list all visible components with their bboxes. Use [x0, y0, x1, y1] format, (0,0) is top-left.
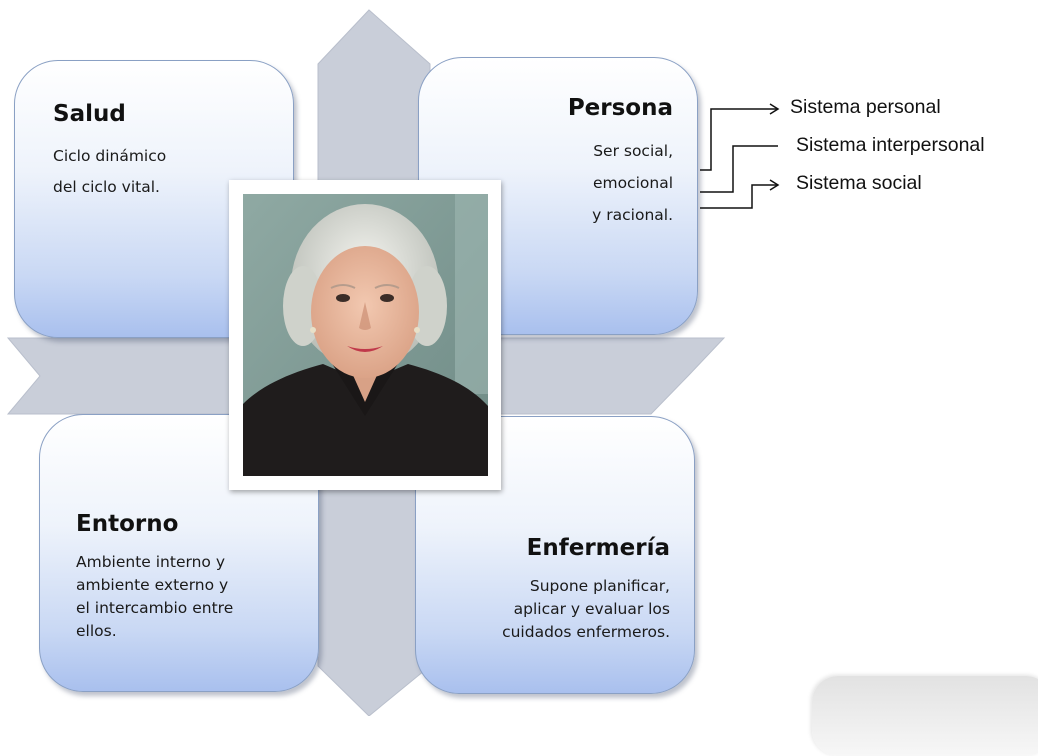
portrait-frame	[229, 180, 501, 490]
connector-personal	[700, 108, 778, 171]
arrowhead-social	[769, 179, 780, 191]
entorno-description: Ambiente interno y ambiente externo y el…	[76, 551, 233, 643]
connector-social	[700, 184, 778, 209]
enfermeria-line-2: aplicar y evaluar los	[513, 600, 670, 618]
arrowhead-personal	[769, 103, 780, 115]
enfermeria-title: Enfermería	[526, 535, 670, 561]
persona-line-1: Ser social,	[593, 142, 673, 160]
eye-right	[380, 294, 394, 302]
system-label-interpersonal: Sistema interpersonal	[796, 134, 985, 156]
eye-left	[336, 294, 350, 302]
photo-wall-edge	[455, 194, 488, 394]
salud-line-2: del ciclo vital.	[53, 178, 160, 196]
entorno-title: Entorno	[76, 511, 179, 537]
earring-right	[414, 327, 420, 333]
entorno-line-1: Ambiente interno y	[76, 553, 225, 571]
brow-right	[374, 284, 400, 289]
mouth	[347, 346, 383, 352]
salud-description: Ciclo dinámico del ciclo vital.	[53, 145, 166, 199]
connector-interpersonal	[700, 145, 778, 193]
entorno-line-3: el intercambio entre	[76, 599, 234, 617]
decorative-corner-shape	[812, 676, 1038, 756]
system-label-social: Sistema social	[796, 172, 922, 194]
entorno-line-2: ambiente externo y	[76, 576, 229, 594]
nose	[359, 302, 371, 330]
earring-left	[310, 327, 316, 333]
enfermeria-line-1: Supone planificar,	[529, 577, 670, 595]
nursing-concepts-diagram: Salud Ciclo dinámico del ciclo vital. Pe…	[6, 9, 1038, 756]
entorno-line-4: ellos.	[76, 622, 117, 640]
system-connectors	[700, 103, 780, 209]
salud-title: Salud	[53, 101, 126, 127]
salud-line-1: Ciclo dinámico	[53, 147, 167, 165]
brow-left	[330, 284, 356, 289]
enfermeria-description: Supone planificar, aplicar y evaluar los…	[502, 575, 670, 644]
persona-line-3: y racional.	[592, 206, 673, 224]
system-label-personal: Sistema personal	[790, 96, 941, 118]
portrait-photo	[243, 194, 488, 476]
persona-line-2: emocional	[592, 174, 673, 192]
persona-title: Persona	[567, 95, 673, 121]
clothing	[243, 364, 488, 476]
persona-description: Ser social, emocional y racional.	[592, 140, 673, 227]
enfermeria-line-3: cuidados enfermeros.	[502, 623, 670, 641]
portrait-illustration	[243, 194, 488, 476]
